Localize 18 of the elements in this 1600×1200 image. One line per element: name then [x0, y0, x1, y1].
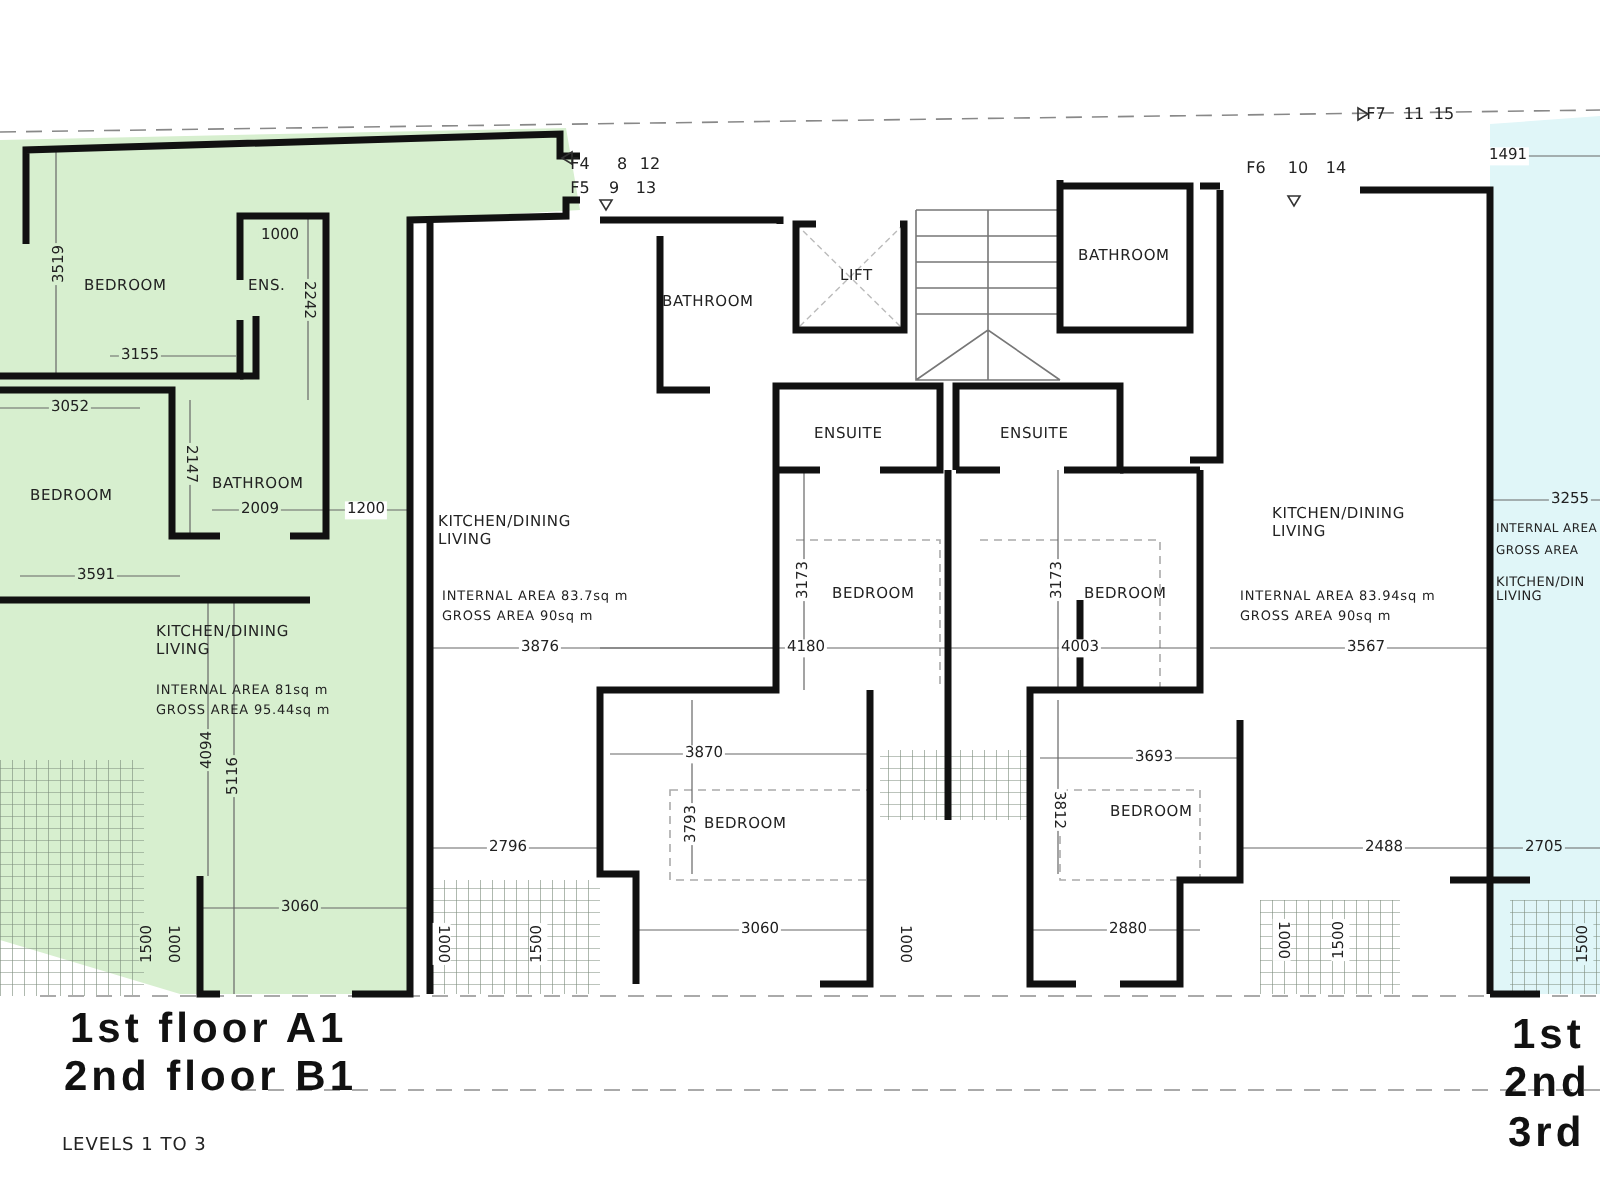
section-marker-text: 9	[608, 178, 620, 198]
section-marker-text: F5	[570, 178, 590, 198]
floor-heading: 1st	[1512, 1012, 1585, 1061]
floor-heading: 3rd	[1508, 1110, 1586, 1159]
levels-note: LEVELS 1 TO 3	[62, 1136, 207, 1157]
section-marker-text: F7	[1366, 104, 1386, 124]
section-marker-text: F4	[570, 154, 590, 174]
section-marker-text: 14	[1325, 158, 1347, 178]
section-marker-text: 12	[639, 154, 661, 174]
floor-heading: 1st floor A1	[70, 1006, 348, 1055]
floor-heading: 2nd	[1504, 1060, 1591, 1109]
section-marker-text: 8	[616, 154, 628, 174]
section-marker-text: 10	[1287, 158, 1309, 178]
section-marker-text: 15	[1433, 104, 1455, 124]
section-marker-text: 11	[1403, 104, 1425, 124]
section-marker-text: F6	[1246, 158, 1266, 178]
section-marker-text: 13	[635, 178, 657, 198]
floor-heading: 2nd floor B1	[64, 1054, 358, 1103]
